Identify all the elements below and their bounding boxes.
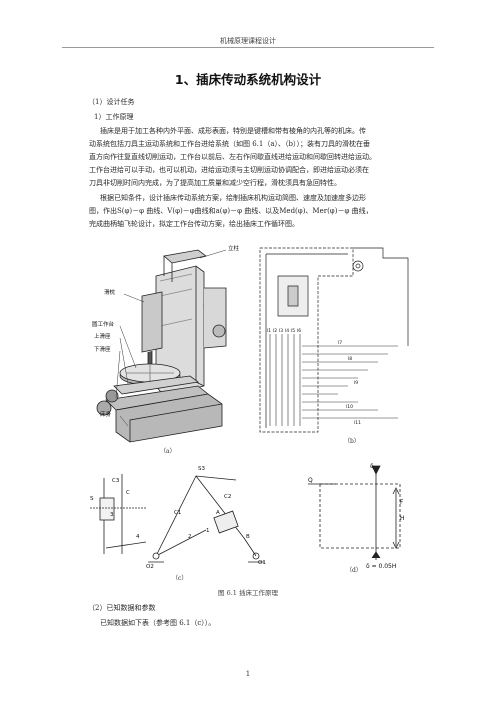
label-upper-slide: 上滑座 xyxy=(94,332,111,340)
subfigure-c-label: （c） xyxy=(172,575,188,582)
svg-text:l2: l2 xyxy=(273,328,277,334)
label-column: 立柱 xyxy=(228,244,240,252)
subfigure-b-label: （b） xyxy=(344,438,360,445)
section-data-text: 已知数据如下表（参考图 6.1（c））。 xyxy=(100,619,216,627)
subfigure-d-label: （d） xyxy=(346,567,362,574)
svg-text:C3: C3 xyxy=(112,478,120,484)
paragraph-line: 直方向作往复直线切削运动，工作台以前后、左右作间歇直线进给运动和间歇回转进给运动… xyxy=(89,153,376,161)
svg-text:4: 4 xyxy=(136,534,140,540)
svg-text:l8: l8 xyxy=(348,356,352,362)
svg-text:F: F xyxy=(400,499,404,506)
svg-text:l6: l6 xyxy=(297,328,301,334)
section-heading-data: （2）已知数据和参数 xyxy=(88,604,156,612)
label-ram: 滑枕 xyxy=(104,288,116,296)
svg-text:H: H xyxy=(400,515,405,522)
svg-text:l10: l10 xyxy=(346,404,353,410)
svg-text:S3: S3 xyxy=(198,466,205,472)
svg-text:l4: l4 xyxy=(285,328,289,334)
paragraph-line: 插床是用于加工各种内外平面、成形表面，特别是键槽和带有棱角的内孔等的机床。传 xyxy=(100,127,366,135)
figure-d-stroke-diagram: Qδ F H δ = 0.05H xyxy=(308,463,405,570)
svg-text:Q: Q xyxy=(308,477,313,484)
page-title: 1、插床传动系统机构设计 xyxy=(174,72,322,87)
label-bed: 床身 xyxy=(100,410,112,418)
paragraph-line: 工作台进给可以手动，也可以机动，进给运动须与主切削运动协调配合，即进给运动必须在 xyxy=(89,166,369,174)
paragraph-line: 完成曲柄轴飞轮设计，拟定工作台传动方案，绘出插床工作循环图。 xyxy=(89,220,299,228)
svg-text:3: 3 xyxy=(110,512,114,518)
svg-text:l3: l3 xyxy=(279,328,283,334)
label-lower-slide: 下滑座 xyxy=(94,345,111,353)
svg-text:δ: δ xyxy=(370,463,374,470)
label-round-table: 圆工作台 xyxy=(92,320,115,328)
svg-text:2: 2 xyxy=(188,534,192,540)
svg-text:l11: l11 xyxy=(354,420,361,426)
svg-text:O1: O1 xyxy=(258,560,266,566)
svg-text:A: A xyxy=(216,510,220,516)
svg-text:l7: l7 xyxy=(338,340,342,346)
figure-caption: 图 6.1 插床工作原理 xyxy=(218,589,278,597)
header-divider xyxy=(62,47,434,48)
svg-text:B: B xyxy=(246,534,250,540)
svg-text:C: C xyxy=(126,490,130,496)
svg-text:l5: l5 xyxy=(291,328,295,334)
svg-text:C1: C1 xyxy=(174,510,181,516)
svg-text:O2: O2 xyxy=(146,564,154,570)
paragraph-line: 动系统包括刀具主运动系统和工作台进给系统（如图 6.1（a）、（b））；装有刀具… xyxy=(89,140,371,148)
svg-text:l1: l1 xyxy=(267,328,271,334)
running-header: 机械原理课程设计 xyxy=(220,37,276,45)
section-heading-task: （1）设计任务 xyxy=(88,98,135,106)
page-number: 1 xyxy=(245,670,251,678)
svg-text:C2: C2 xyxy=(224,494,231,500)
svg-text:1: 1 xyxy=(206,528,210,534)
figure-a-shaper-machine: 立柱 滑枕 圆工作台 上滑座 下滑座 床身 xyxy=(92,244,240,443)
svg-text:δ = 0.05H: δ = 0.05H xyxy=(366,563,396,570)
paragraph-line: 图，作出S(φ)－φ 曲线、V(φ)－φ曲线和a(φ)－φ 曲线、以及Med(φ… xyxy=(89,207,373,215)
svg-text:l9: l9 xyxy=(354,380,358,386)
paragraph-line: 刀具非切削时间内完成，为了提高加工质量和减少空行程，滑枕须具有急回特性。 xyxy=(89,179,341,187)
paragraph-line: 根据已知条件，设计插床传动系统方案，绘制插床机构运动简图、速度及加速度多边形 xyxy=(100,194,366,202)
svg-text:S: S xyxy=(90,496,94,502)
subfigure-a-label: （a） xyxy=(160,448,176,455)
subheading-principle: 1）工作原理 xyxy=(94,113,134,121)
